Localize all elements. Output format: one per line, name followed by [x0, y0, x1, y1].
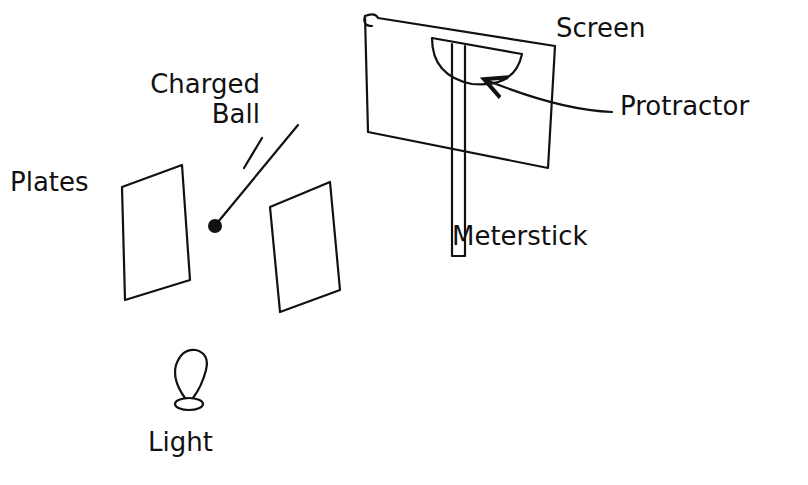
screen: [364, 14, 555, 168]
light-bulb: [175, 350, 207, 398]
leader-line: [244, 138, 262, 168]
charged-ball: [208, 219, 222, 233]
ball-label: Charged Ball: [100, 70, 260, 130]
protractor: [432, 38, 522, 84]
light-label: Light: [148, 428, 248, 458]
plates-label: Plates: [10, 168, 120, 198]
string: [218, 125, 298, 222]
screen-label: Screen: [556, 14, 676, 44]
protractor-label: Protractor: [620, 92, 800, 122]
bulb-base: [175, 398, 203, 410]
meterstick-label: Meterstick: [452, 222, 632, 252]
left-plate: [122, 165, 190, 300]
callout-arrow: [486, 80, 612, 112]
right-plate: [270, 182, 340, 312]
